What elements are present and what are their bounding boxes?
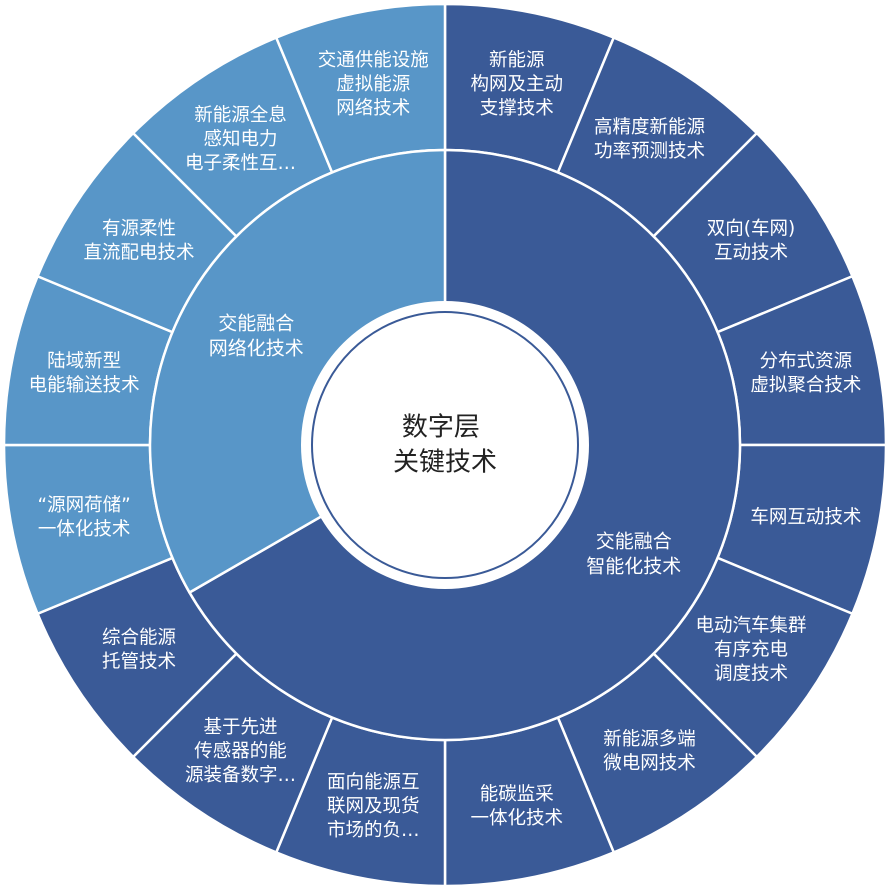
inner-segment-label-intel: 交能融合智能化技术 (586, 531, 681, 578)
inner-segment-label-net: 交能融合网络化技术 (209, 313, 304, 360)
outer-segment-label-line: 有源柔性 (102, 218, 176, 239)
outer-segment-label: 新能源全息感知电力电子柔性互… (185, 104, 296, 173)
outer-segment-label-line: 调度技术 (714, 663, 788, 684)
outer-segment-label-line: 电子柔性互… (185, 153, 296, 174)
center-circle (301, 301, 589, 589)
outer-segment-label: 陆域新型电能输送技术 (29, 351, 140, 396)
center-label-line: 关键技术 (393, 448, 497, 478)
outer-segment-label-line: 有序充电 (714, 639, 788, 660)
outer-segment-label: “源网荷储” 一体化技术 (37, 494, 130, 539)
center-ring-outline (311, 311, 579, 579)
outer-segment-label: 面向能源互联网及现货市场的负… (327, 771, 420, 840)
outer-segment-label: 交通供能设施虚拟能源网络技术 (318, 50, 429, 119)
outer-segment-label: 高精度新能源功率预测技术 (594, 116, 705, 161)
outer-segment-label-line: 分布式资源 (760, 351, 853, 372)
outer-segment-label-line: 电能输送技术 (29, 375, 140, 396)
outer-segment-label-line: 一体化技术 (38, 518, 131, 539)
outer-segment-label-line: 网络技术 (336, 98, 410, 119)
outer-segment-label-line: 车网互动技术 (750, 506, 861, 527)
outer-segment-label-line: 功率预测技术 (594, 141, 705, 162)
inner-segment-label-intel-line: 智能化技术 (586, 555, 681, 577)
outer-segment-label-line: 联网及现货 (327, 795, 420, 816)
outer-segment-label-line: 基于先进 (204, 716, 278, 737)
outer-segment-label-line: 新能源多端 (603, 728, 696, 749)
outer-segment-label-line: 直流配电技术 (84, 242, 195, 263)
outer-segment-label-line: 传感器的能 (194, 740, 287, 761)
outer-segment-label: 电动汽车集群有序充电调度技术 (695, 615, 806, 684)
outer-segment-label-line: 一体化技术 (471, 807, 564, 828)
outer-segment-label-line: 能碳监采 (480, 783, 554, 804)
outer-segment-label-line: 感知电力 (204, 129, 278, 150)
outer-segment-label-line: 新能源全息 (194, 104, 287, 125)
inner-segment-label-net-line: 交能融合 (218, 313, 294, 335)
outer-segment-label-line: 微电网技术 (603, 753, 696, 774)
outer-segment-label: 双向(车网) 互动技术 (707, 218, 795, 263)
outer-segment-label-line: 虚拟能源 (336, 74, 410, 95)
center-label: 数字层 关键技术 (393, 412, 497, 477)
outer-segment-label: 能碳监采一体化技术 (471, 783, 564, 828)
outer-segment-label-line: 面向能源互 (327, 771, 420, 792)
inner-segment-label-intel-line: 交能融合 (596, 531, 672, 553)
outer-segment-label-line: 虚拟聚合技术 (750, 375, 861, 396)
outer-segment-label: 车网互动技术 (750, 506, 861, 527)
outer-segment-label-line: 源装备数字… (185, 765, 296, 786)
outer-segment-label: 有源柔性直流配电技术 (84, 218, 195, 263)
outer-segment-label-line: 交通供能设施 (318, 50, 429, 71)
outer-segment-label: 分布式资源虚拟聚合技术 (750, 351, 861, 396)
outer-segment-label-line: 双向(车网) (707, 218, 795, 239)
outer-segment-label-line: 综合能源 (102, 627, 176, 648)
outer-segment-label-line: 支撑技术 (480, 98, 554, 119)
outer-segment-label-line: 互动技术 (714, 242, 788, 263)
outer-segment-label-line: 构网及主动 (471, 74, 564, 95)
outer-segment-label-line: 电动汽车集群 (695, 615, 806, 636)
outer-segment-label: 新能源构网及主动支撑技术 (471, 50, 564, 119)
center-label-line: 数字层 (402, 412, 480, 442)
outer-segment-label-line: “源网荷储” (37, 494, 130, 515)
outer-segment-label: 新能源多端微电网技术 (603, 728, 696, 773)
outer-segment-label-line: 高精度新能源 (594, 116, 705, 137)
outer-segment-label: 综合能源托管技术 (102, 627, 176, 672)
inner-segment-label-net-line: 网络化技术 (209, 337, 304, 359)
outer-segment-label-line: 托管技术 (102, 651, 176, 672)
center-circle-group: 数字层 关键技术 (301, 301, 589, 589)
outer-segment-label-line: 陆域新型 (47, 351, 121, 372)
outer-segment-label-line: 新能源 (489, 50, 545, 71)
outer-segment-label-line: 市场的负… (327, 819, 420, 840)
outer-segment-label: 基于先进传感器的能源装备数字… (185, 716, 296, 785)
